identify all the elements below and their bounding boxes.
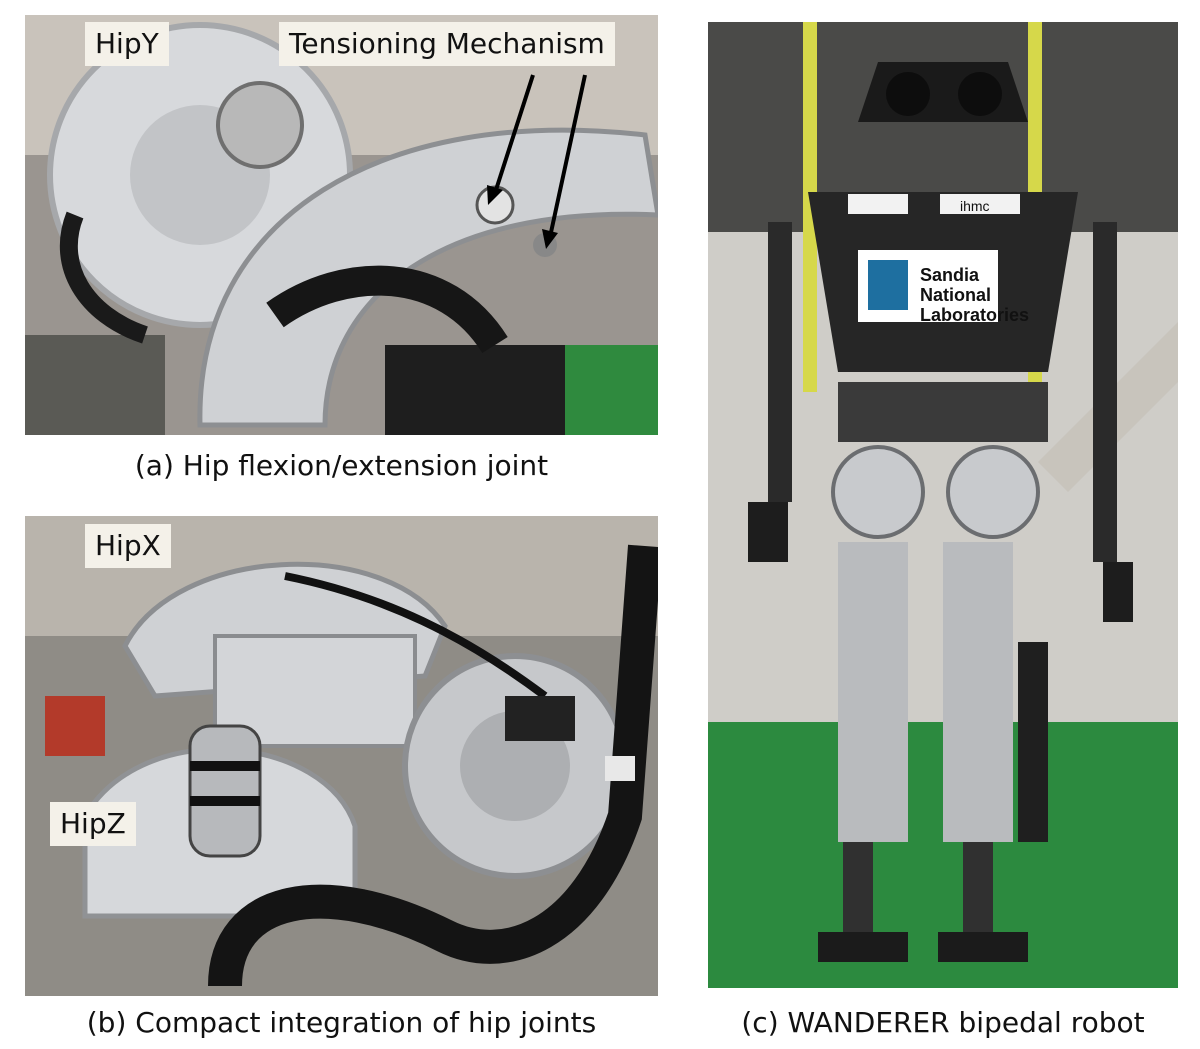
label-hipz: HipZ — [50, 802, 136, 846]
photo-hip-flexion-joint — [25, 15, 658, 435]
ihmc-logo: ihmc — [960, 198, 990, 214]
photo-wanderer-robot: Sandia National Laboratories ihmc — [708, 22, 1178, 988]
sandia-logo-line1: Sandia — [920, 265, 980, 285]
sandia-logo-line2: National — [920, 285, 992, 305]
caption-b: (b) Compact integration of hip joints — [86, 1006, 597, 1039]
hip-integration-illustration — [25, 516, 658, 996]
caption-c: (c) WANDERER bipedal robot — [741, 1006, 1145, 1039]
label-hipx: HipX — [85, 524, 171, 568]
photo-hip-integration — [25, 516, 658, 996]
label-tensioning-mechanism: Tensioning Mechanism — [279, 22, 615, 66]
sandia-logo-line3: Laboratories — [920, 305, 1030, 325]
wanderer-robot-illustration — [708, 22, 1178, 988]
hip-flexion-illustration — [25, 15, 658, 435]
caption-a: (a) Hip flexion/extension joint — [134, 449, 549, 482]
label-hipy: HipY — [85, 22, 169, 66]
